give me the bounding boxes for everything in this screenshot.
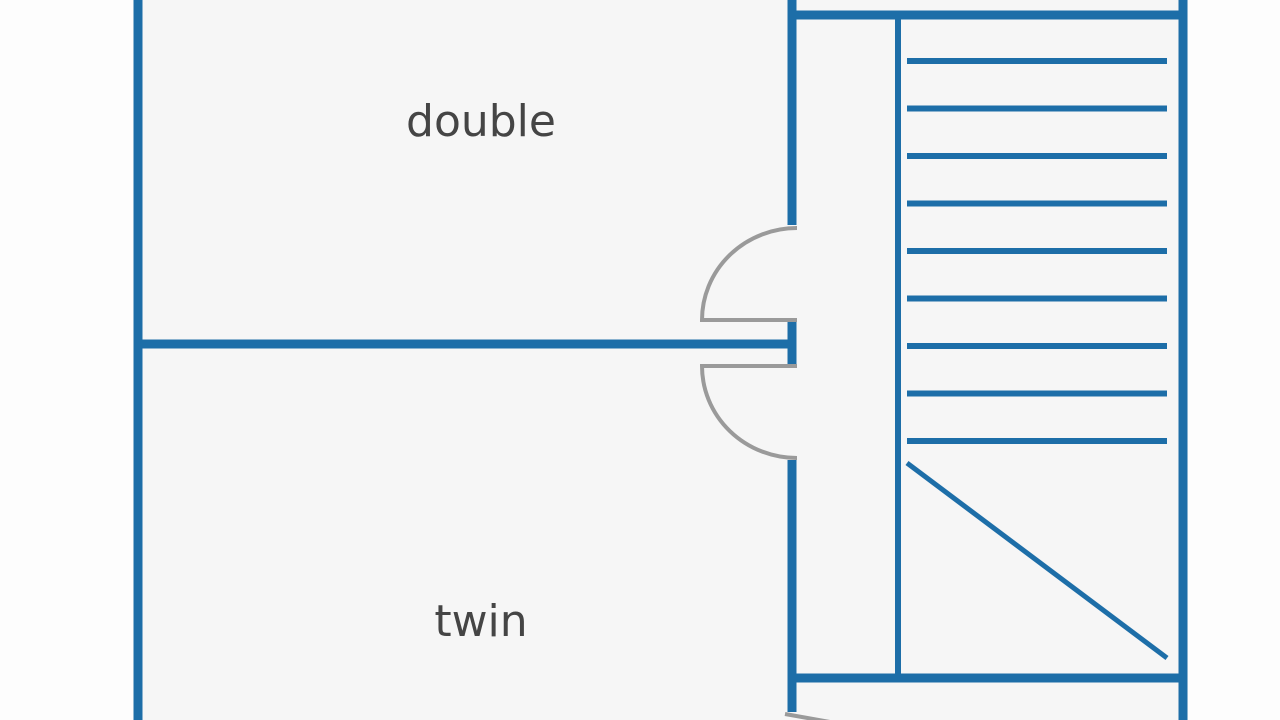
floor-area — [138, 0, 1188, 720]
door-leaf-bottom — [784, 712, 831, 720]
room-label-double: double — [406, 96, 556, 147]
stair-landing-diagonal — [905, 461, 1169, 660]
door-leaf-lower — [699, 364, 798, 460]
door-leaf-upper — [699, 226, 798, 322]
stair-treads — [907, 58, 1167, 444]
double-door — [699, 226, 831, 720]
room-label-twin: twin — [434, 596, 527, 647]
walls — [133, 0, 1188, 720]
